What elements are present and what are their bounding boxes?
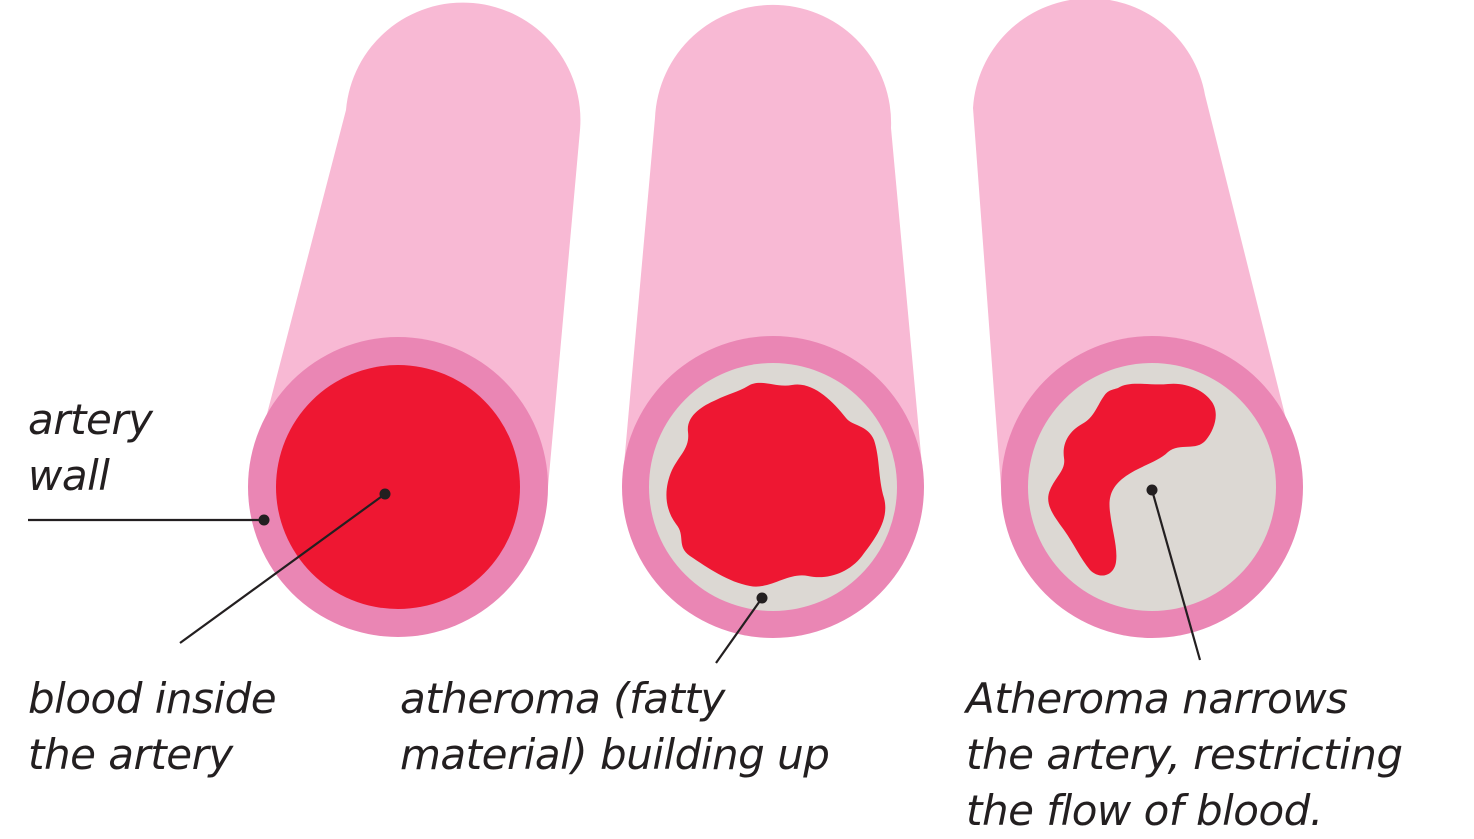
blood-label: blood inside the artery bbox=[28, 671, 276, 783]
atheroma-artery bbox=[622, 5, 924, 638]
narrows-label: Atheroma narrows the artery, restricting… bbox=[966, 671, 1403, 839]
artery-wall-label-line: wall bbox=[28, 448, 152, 504]
artery-wall-label: artery wall bbox=[28, 392, 152, 504]
blood-label-line: the artery bbox=[28, 727, 276, 783]
atheroma-label-line: atheroma (fatty bbox=[400, 671, 829, 727]
artery-wall-label-line: artery bbox=[28, 392, 152, 448]
narrows-label-line: the flow of blood. bbox=[966, 783, 1403, 839]
narrows-dot bbox=[1147, 485, 1158, 496]
blood-label-line: blood inside bbox=[28, 671, 276, 727]
artery-wall-dot bbox=[259, 515, 270, 526]
healthy-artery bbox=[248, 3, 580, 637]
atheroma-label: atheroma (fatty material) building up bbox=[400, 671, 829, 783]
atheroma-label-line: material) building up bbox=[400, 727, 829, 783]
atheroma-dot bbox=[757, 593, 768, 604]
narrows-label-line: Atheroma narrows bbox=[966, 671, 1403, 727]
narrowed-artery bbox=[973, 0, 1303, 638]
narrows-label-line: the artery, restricting bbox=[966, 727, 1403, 783]
blood-dot bbox=[380, 489, 391, 500]
blood-lumen-1 bbox=[276, 365, 520, 609]
